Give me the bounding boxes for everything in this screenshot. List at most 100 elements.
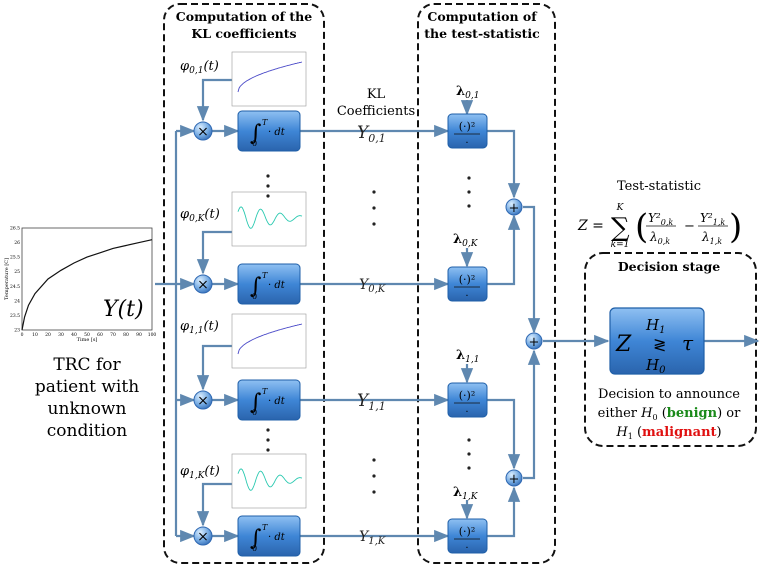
decision-compare: ≷: [653, 335, 666, 354]
svg-text:×: ×: [197, 393, 209, 409]
integral-sign: ∫: [250, 121, 262, 146]
input-chart-curve: [21, 239, 153, 331]
formula-num2: Y²1,k: [700, 211, 725, 227]
formula-num1: Y²0,k: [648, 211, 673, 227]
basis-curve: [237, 323, 303, 355]
phi-0K-label: φ0,K(t): [180, 207, 220, 224]
integral-body: · dt: [268, 127, 286, 138]
integral-sign: ∫: [250, 526, 262, 551]
input-signal-label: Y(t): [103, 297, 144, 322]
integral-lower: 0: [252, 408, 257, 417]
kl-panel-title-1: Computation of the: [176, 9, 312, 24]
multiplier-0K: ×: [193, 274, 213, 294]
square-den: .: [465, 540, 468, 551]
coef-11-label: Y1,1: [357, 391, 386, 413]
decision-block: Z H1 ≷ H0 τ: [609, 307, 705, 376]
basis-thumbnail-0K: [231, 191, 307, 247]
input-y-tick: 26: [14, 240, 20, 246]
lambda-11: λ1,1: [456, 348, 479, 365]
formula-den2: λ1,k: [701, 230, 722, 246]
lambda-01: λ0,1: [456, 84, 479, 101]
integral-lower: 0: [252, 544, 257, 553]
svg-text:+: +: [529, 335, 540, 350]
test-panel-title-1: Computation of: [427, 9, 538, 24]
input-y-tick: 25.5: [10, 255, 20, 261]
multiplier-1K: ×: [193, 526, 213, 546]
svg-text:+: +: [509, 472, 520, 487]
input-x-tick: 60: [97, 332, 103, 338]
decision-z: Z: [615, 332, 632, 357]
input-x-tick: 0: [21, 332, 24, 338]
phi-1K-label: φ1,K(t): [180, 464, 220, 481]
svg-text:×: ×: [197, 124, 209, 140]
decision-h1: H1: [645, 316, 665, 336]
integrator-block: ∫T0· dt: [237, 379, 301, 421]
kl-panel-title-2: KL coefficients: [191, 26, 296, 41]
adder-final: +: [525, 332, 543, 350]
integral-body: · dt: [268, 532, 286, 543]
input-x-tick: 80: [123, 332, 129, 338]
square-op: (·)²: [459, 389, 476, 402]
square-op: (·)²: [459, 273, 476, 286]
decision-panel-title: Decision stage: [618, 259, 720, 274]
input-y-tick: 23: [14, 328, 20, 334]
integrators: ∫T0· dt∫T0· dt∫T0· dt∫T0· dt: [237, 110, 301, 557]
kl-label-1: KL: [367, 87, 386, 102]
formula-sum-bottom: k=1: [611, 240, 630, 250]
phi-01-label: φ0,1(t): [180, 59, 219, 76]
test-statistic: Test-statistic Z = ∑ K k=1 ( Y²0,k λ0,k …: [577, 179, 742, 250]
test-panel-title-2: the test-statistic: [424, 26, 540, 41]
basis-curve: [237, 468, 303, 491]
integral-body: · dt: [268, 280, 286, 291]
integral-sign: ∫: [250, 274, 262, 299]
coef-1K-label: Y1,K: [359, 529, 386, 547]
input-caption: TRC for patient with unknown condition: [35, 355, 139, 441]
integral-upper: T: [262, 118, 268, 127]
basis-thumbnail-1K: [231, 453, 307, 509]
decision-h0: H0: [645, 356, 666, 376]
input-x-tick: 40: [71, 332, 77, 338]
integral-upper: T: [262, 523, 268, 532]
coef-vdots: [372, 176, 471, 494]
decision-text-line3: H1 (malignant): [615, 425, 721, 441]
integral-lower: 0: [252, 292, 257, 301]
integral-upper: T: [262, 271, 268, 280]
adder-1: +: [505, 469, 523, 487]
adder-0: +: [505, 198, 523, 216]
svg-text:+: +: [509, 201, 520, 216]
square-den: .: [465, 135, 468, 146]
input-chart-xlabel: Time [s]: [77, 337, 98, 343]
basis-curve: [237, 61, 303, 93]
basis-thumbnail-01: [231, 51, 307, 107]
integral-upper: T: [262, 387, 268, 396]
phi-11-label: φ1,1(t): [180, 319, 219, 336]
caption-line-3: unknown: [48, 399, 127, 419]
kl-label-2: Coefficients: [337, 104, 415, 119]
formula-minus: −: [684, 219, 695, 234]
svg-text:×: ×: [197, 277, 209, 293]
decision-text-line1: Decision to announce: [598, 387, 740, 402]
input-y-tick: 23.5: [10, 313, 20, 319]
input-y-tick: 24.5: [10, 284, 20, 290]
square-block: (·)².: [447, 518, 488, 554]
integral-lower: 0: [252, 139, 257, 148]
lambda-0K: λ0,K: [453, 232, 479, 249]
input-y-tick: 26.5: [10, 226, 20, 232]
decision-tau: τ: [682, 331, 694, 355]
multipliers: × × × ×: [193, 121, 213, 546]
coef-0K-label: Y0,K: [359, 277, 386, 295]
input-x-tick: 70: [110, 332, 116, 338]
coefficient-labels: Y0,1 Y0,K Y1,1 Y1,K: [357, 123, 386, 547]
decision-text-line2: either H0 (benign) or: [598, 406, 741, 422]
formula-sum: ∑: [611, 213, 630, 243]
formula-rparen: ): [729, 207, 742, 247]
input-x-tick: 30: [58, 332, 64, 338]
integral-sign: ∫: [250, 390, 262, 415]
lambda-labels: λ0,1 λ0,K λ1,1 λ1,K: [453, 84, 479, 502]
input-y-tick: 25: [14, 269, 20, 275]
multiplier-11: ×: [193, 390, 213, 410]
integrator-block: ∫T 0 · dt: [237, 515, 301, 557]
input-x-tick: 100: [148, 332, 157, 338]
